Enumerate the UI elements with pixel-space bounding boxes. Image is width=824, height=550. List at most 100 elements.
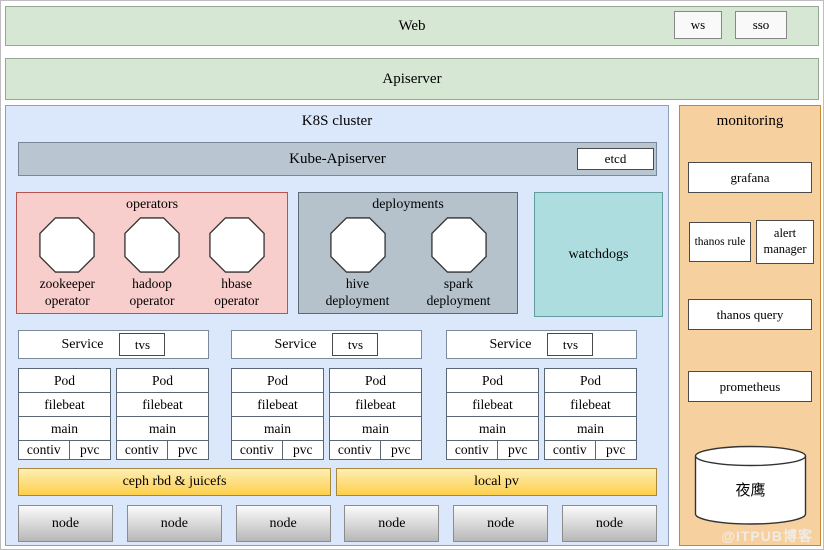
service-box-2: Service tvs (231, 330, 422, 359)
watchdogs-label: watchdogs (568, 246, 629, 262)
hbase-operator-label: hbase operator (214, 276, 260, 308)
hadoop-operator-label: hadoop operator (129, 276, 175, 308)
nodes-row: node node node node node node (18, 505, 657, 542)
ws-label: ws (690, 17, 706, 32)
pod-pvc: pvc (606, 442, 626, 457)
tvs-badge: tvs (119, 333, 166, 356)
alert-manager-label: alert manager (763, 226, 807, 256)
thanos-rule-label: thanos rule (694, 236, 746, 248)
octagon-icon (329, 217, 386, 273)
prometheus-label: prometheus (719, 378, 781, 394)
pod-pvc: pvc (508, 442, 528, 457)
etcd-box: etcd (577, 148, 654, 170)
pod-main: main (232, 417, 323, 441)
nighthawk-database: 夜鹰 (694, 445, 807, 527)
deployments-panel: deployments hive deployment (298, 192, 518, 314)
zookeeper-operator-label: zookeeper operator (39, 276, 96, 308)
octagon-icon (124, 217, 180, 273)
spark-deployment-item: spark deployment (416, 217, 502, 310)
pod-main: main (117, 417, 208, 441)
pod-column-6: Pod filebeat main contiv pvc (544, 368, 637, 460)
sso-label: sso (752, 17, 770, 32)
service-box-3: Service tvs (446, 330, 637, 359)
pod-column-4: Pod filebeat main contiv pvc (329, 368, 422, 460)
alert-manager-box: alert manager (756, 220, 814, 264)
pod-contiv: contiv (447, 441, 498, 459)
grafana-box: grafana (688, 162, 812, 193)
octagon-icon (430, 217, 487, 273)
prometheus-box: prometheus (688, 371, 812, 402)
pod-title: Pod (330, 369, 421, 393)
pod-filebeat: filebeat (232, 393, 323, 417)
hbase-operator-item: hbase operator (194, 217, 279, 310)
pod-main: main (330, 417, 421, 441)
service-box-1: Service tvs (18, 330, 209, 359)
pod-pvc: pvc (178, 442, 198, 457)
pod-main: main (545, 417, 636, 441)
pod-column-2: Pod filebeat main contiv pvc (116, 368, 209, 460)
service-label: Service (274, 336, 317, 352)
pod-filebeat: filebeat (447, 393, 538, 417)
kube-apiserver-label: Kube-Apiserver (289, 150, 386, 167)
octagon-icon (39, 217, 96, 273)
pod-title: Pod (232, 369, 323, 393)
ws-box: ws (674, 11, 722, 39)
web-label: Web (398, 17, 426, 34)
watermark-text: @ITPUB博客 (721, 528, 813, 544)
apiserver-layer: Apiserver (5, 58, 819, 100)
pod-contiv: contiv (117, 441, 168, 459)
watchdogs-panel: watchdogs (534, 192, 663, 317)
octagon-icon (208, 217, 265, 273)
pod-filebeat: filebeat (117, 393, 208, 417)
pod-contiv: contiv (19, 441, 70, 459)
node-box-1: node (18, 505, 113, 542)
k8s-cluster-title: K8S cluster (301, 113, 373, 129)
etcd-label: etcd (604, 151, 627, 166)
pod-title: Pod (19, 369, 110, 393)
zookeeper-operator-item: zookeeper operator (25, 217, 110, 310)
pod-contiv: contiv (545, 441, 596, 459)
monitoring-title: monitoring (716, 113, 784, 129)
tvs-badge: tvs (332, 333, 379, 356)
node-box-2: node (126, 505, 222, 542)
pod-column-3: Pod filebeat main contiv pvc (231, 368, 324, 460)
pod-filebeat: filebeat (545, 393, 636, 417)
pod-title: Pod (117, 369, 208, 393)
pod-pvc: pvc (80, 442, 100, 457)
pod-filebeat: filebeat (19, 393, 110, 417)
node-box-3: node (235, 505, 331, 542)
pod-title: Pod (545, 369, 636, 393)
sso-box: sso (735, 11, 787, 39)
ceph-storage-label: ceph rbd & juicefs (122, 474, 227, 489)
pod-contiv: contiv (330, 441, 381, 459)
kube-apiserver-bar: Kube-Apiserver (18, 142, 657, 176)
service-label: Service (61, 336, 104, 352)
pod-contiv: contiv (232, 441, 283, 459)
local-pv-label: local pv (474, 474, 519, 489)
hadoop-operator-item: hadoop operator (110, 217, 195, 310)
grafana-label: grafana (730, 169, 770, 185)
operators-panel: operators zookeeper operator (16, 192, 288, 314)
deployments-title: deployments (372, 197, 444, 212)
pod-main: main (19, 417, 110, 441)
thanos-rule-box: thanos rule (689, 222, 751, 262)
monitoring-panel: monitoring grafana thanos rule alert man… (679, 105, 821, 546)
thanos-query-box: thanos query (688, 299, 812, 330)
node-box-4: node (344, 505, 440, 542)
k8s-cluster-panel: K8S cluster Kube-Apiserver etcd operator… (5, 105, 669, 546)
ceph-storage-bar: ceph rbd & juicefs (18, 468, 331, 496)
spark-deployment-label: spark deployment (426, 276, 491, 308)
pod-pvc: pvc (293, 442, 313, 457)
hive-deployment-item: hive deployment (315, 217, 401, 310)
tvs-badge: tvs (547, 333, 594, 356)
pod-column-1: Pod filebeat main contiv pvc (18, 368, 111, 460)
operators-title: operators (125, 197, 179, 212)
node-box-6: node (561, 505, 657, 542)
pod-title: Pod (447, 369, 538, 393)
thanos-query-label: thanos query (716, 306, 784, 322)
pod-filebeat: filebeat (330, 393, 421, 417)
pod-main: main (447, 417, 538, 441)
hive-deployment-label: hive deployment (325, 276, 390, 308)
service-label: Service (489, 336, 532, 352)
